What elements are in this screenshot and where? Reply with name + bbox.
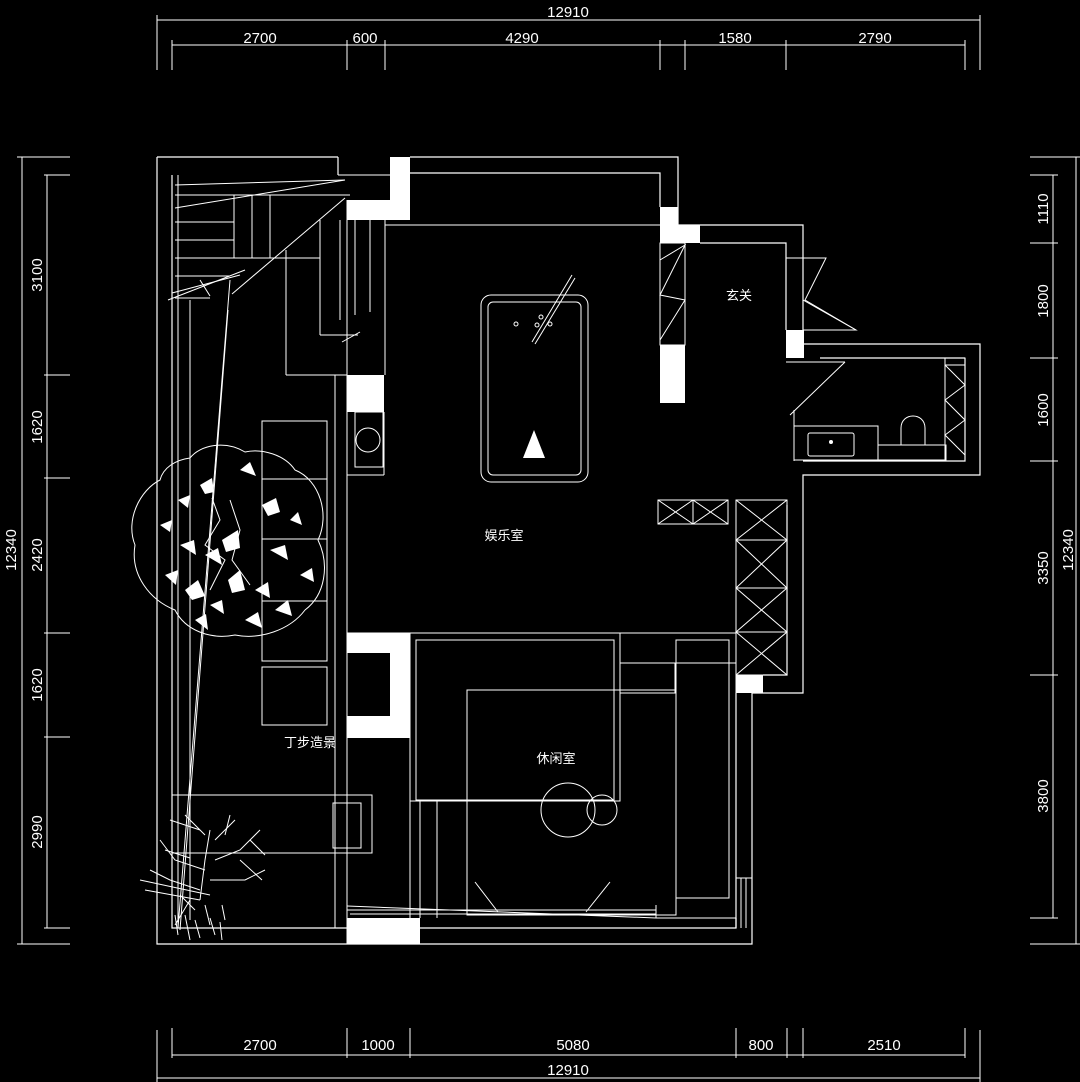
billiard-table-icon <box>480 274 589 483</box>
room-label-entertainment: 娱乐室 <box>484 528 523 544</box>
left-dim-4: 1620 <box>29 668 46 701</box>
top-dim-5: 2790 <box>858 30 891 47</box>
bottom-total-dim: 12910 <box>547 1062 589 1079</box>
wall-columns <box>347 157 804 944</box>
top-dim-2: 600 <box>352 30 377 47</box>
leisure-room-window <box>346 881 736 919</box>
right-dimensions: 12340 1110 1800 1600 3350 3800 <box>1030 156 1080 945</box>
garden-paving <box>171 175 373 931</box>
bottom-dim-1: 2700 <box>243 1037 276 1054</box>
sofa <box>409 632 752 928</box>
left-total-dim: 12340 <box>3 529 20 571</box>
bottom-dim-5: 2510 <box>867 1037 900 1054</box>
top-dimensions: 12910 2700 600 4290 1580 2790 <box>156 4 981 70</box>
table-icon <box>466 689 677 916</box>
right-dim-5: 3800 <box>1035 779 1052 812</box>
bottom-dimensions: 12910 2700 1000 5080 800 2510 <box>156 1028 981 1082</box>
entrance-door <box>786 257 858 331</box>
sink-icon <box>807 432 855 457</box>
top-dim-4: 1580 <box>718 30 751 47</box>
right-dim-2: 1800 <box>1035 284 1052 317</box>
bathroom <box>786 357 966 462</box>
entrance-cabinet <box>659 242 687 346</box>
bottom-dim-3: 5080 <box>556 1037 589 1054</box>
tree-icon <box>131 444 325 941</box>
right-dim-4: 3350 <box>1035 551 1052 584</box>
top-dim-1: 2700 <box>243 30 276 47</box>
toilet-icon <box>900 415 926 446</box>
left-dim-5: 2990 <box>29 815 46 848</box>
bottom-dim-4: 800 <box>748 1037 773 1054</box>
top-dim-3: 4290 <box>505 30 538 47</box>
right-dim-3: 1600 <box>1035 393 1052 426</box>
left-dim-3: 2420 <box>29 538 46 571</box>
right-dim-1: 1110 <box>1035 193 1052 224</box>
room-label-entrance: 玄关 <box>726 289 752 304</box>
top-total-dim: 12910 <box>547 4 589 21</box>
storage-cabinets <box>657 499 788 676</box>
right-total-dim: 12340 <box>1060 529 1077 571</box>
room-label-garden: 丁步造景 <box>284 736 336 751</box>
left-dim-1: 3100 <box>29 258 46 291</box>
left-dim-2: 1620 <box>29 410 46 443</box>
bottom-dim-2: 1000 <box>361 1037 394 1054</box>
stair-icon <box>167 179 371 343</box>
room-label-leisure: 休闲室 <box>536 751 575 767</box>
wash-basin-corner <box>354 411 384 468</box>
left-dimensions: 12340 3100 1620 2420 1620 2990 <box>3 156 70 945</box>
inner-walls <box>285 174 737 944</box>
